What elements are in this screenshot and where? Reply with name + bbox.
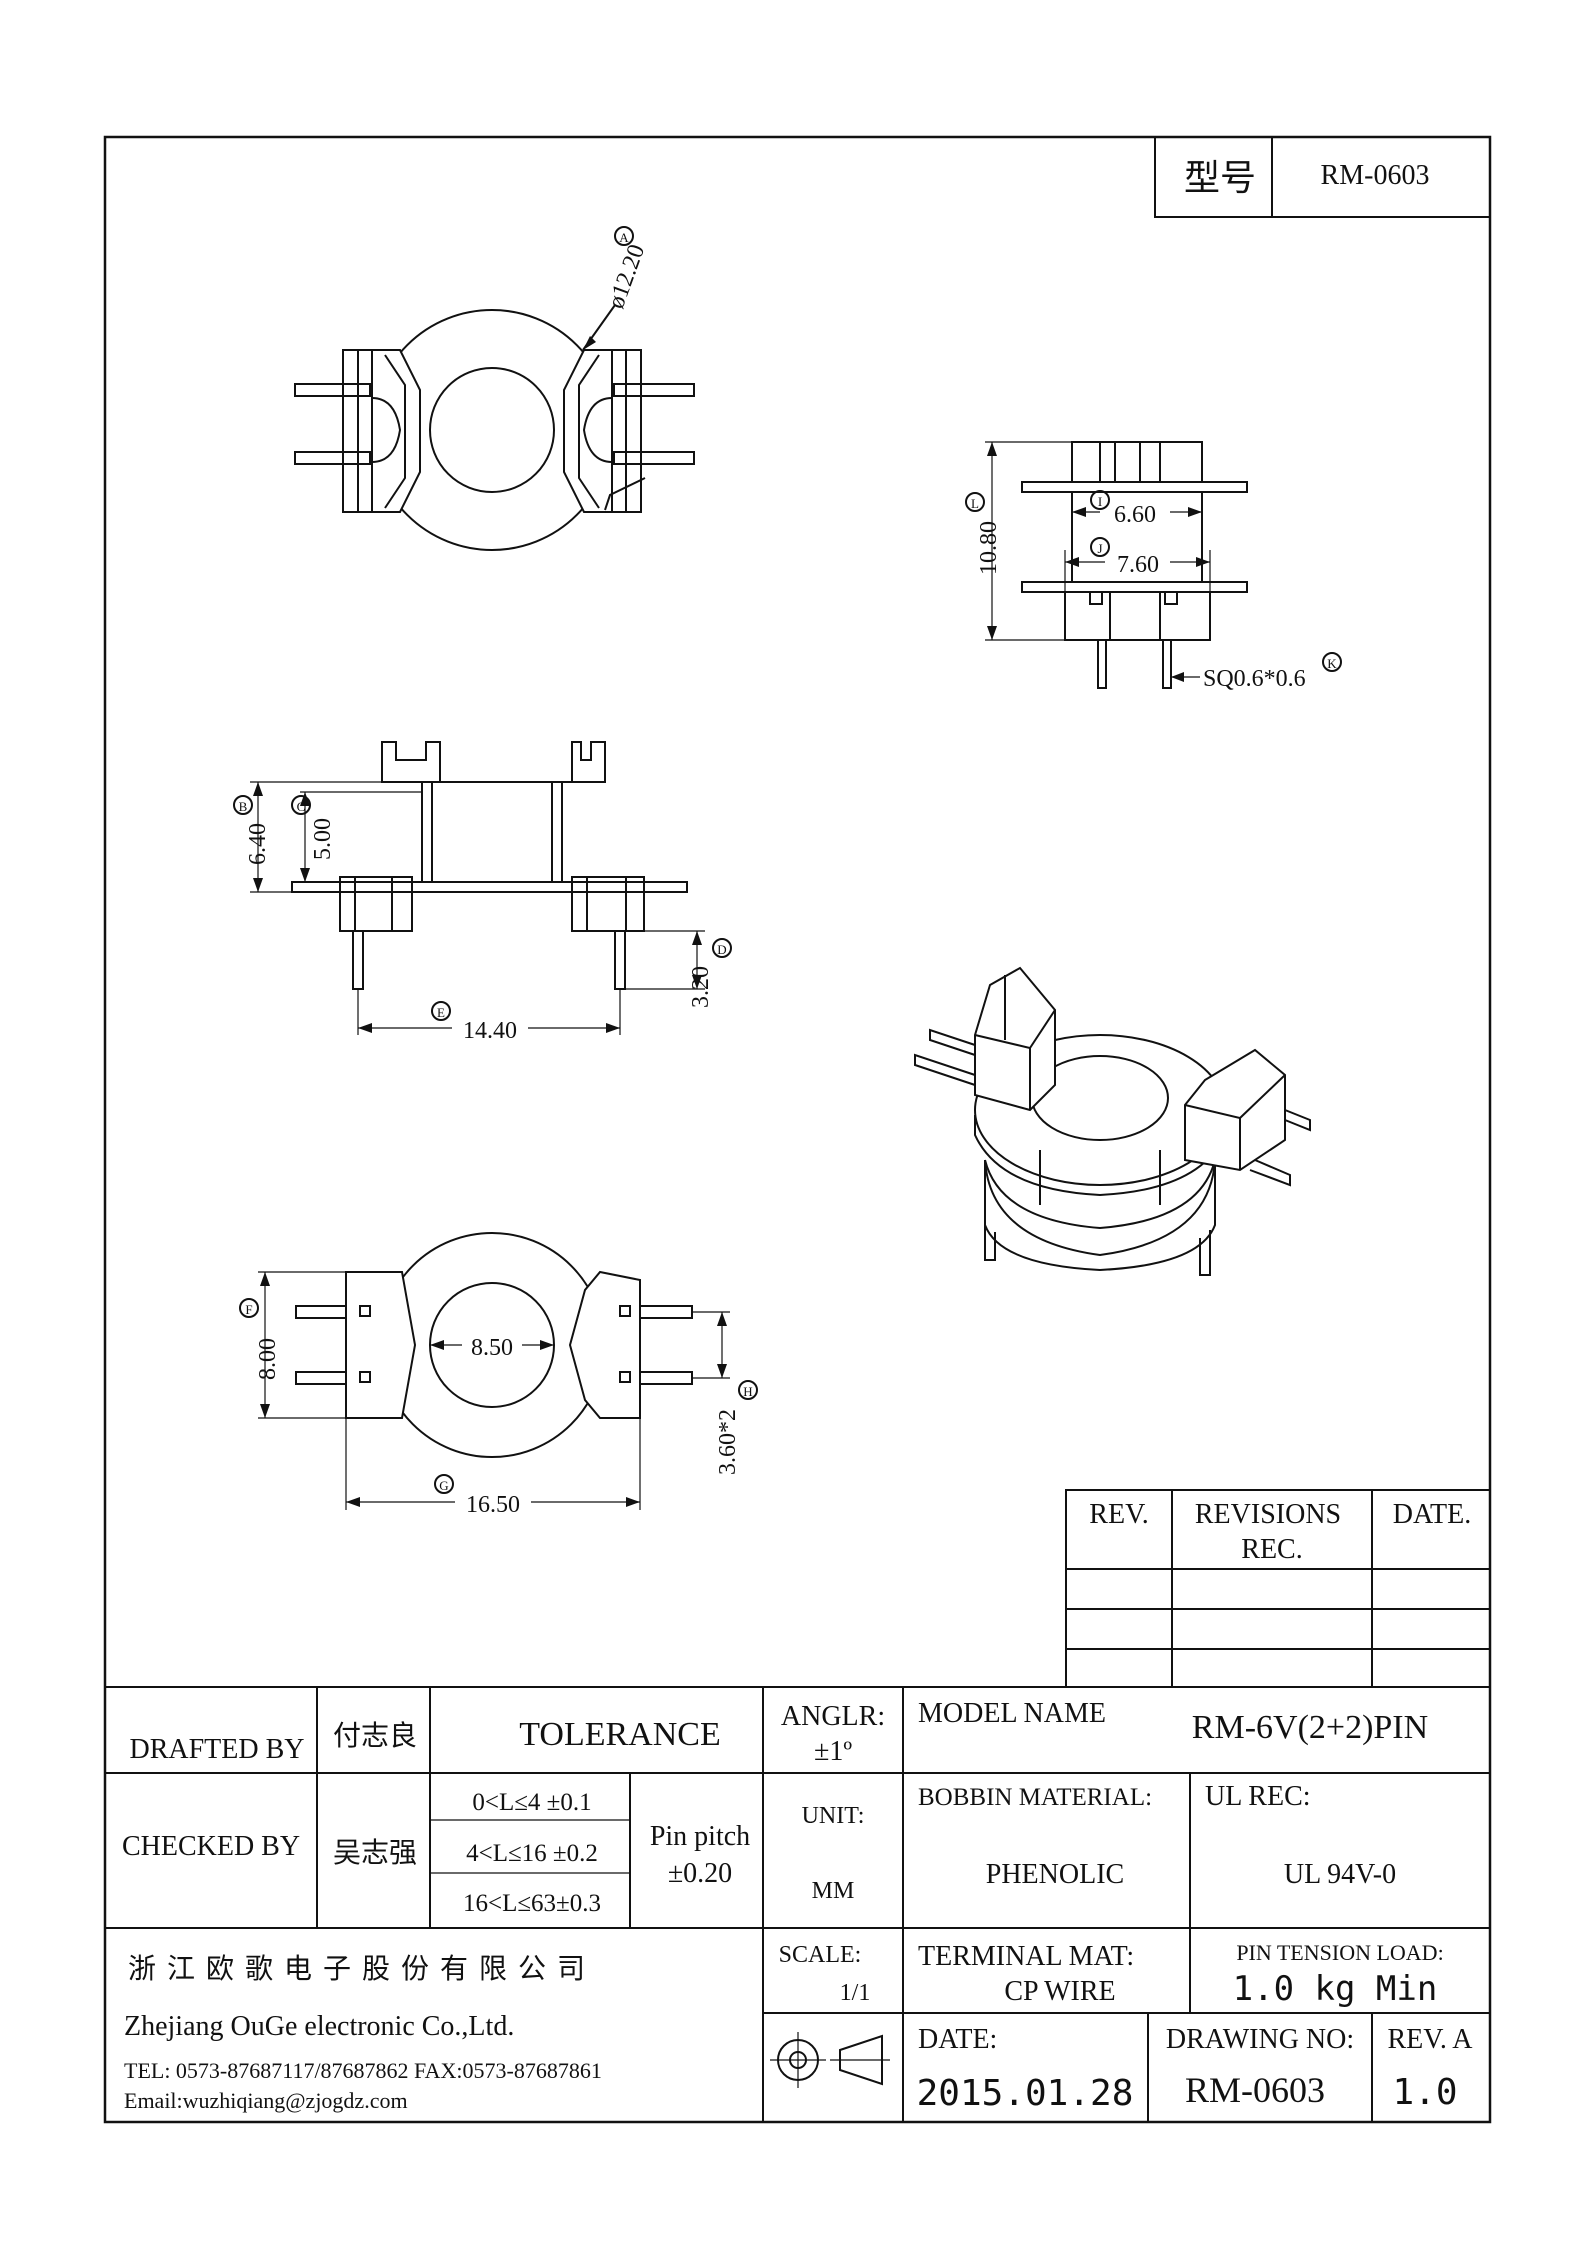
bobbin-material-label: BOBBIN MATERIAL: (918, 1784, 1152, 1811)
dim-H-tag: H (743, 1384, 752, 1399)
tolerance-row-2: 4<L≤16 ±0.2 (466, 1840, 598, 1867)
dim-C-text: 5.00 (310, 818, 336, 860)
date-value: 2015.01.28 (917, 2073, 1134, 2114)
dim-G-tag: G (439, 1478, 448, 1493)
dim-E-text: 14.40 (463, 1018, 517, 1044)
dim-L-tag: L (971, 496, 979, 511)
front-view: 6.40 B 5.00 C 3.20 D 14.40 E (233, 741, 732, 1044)
company-tel: TEL: 0573-87687117/87687862 FAX:0573-876… (124, 2058, 602, 2083)
revisions-table: REV. REVISIONS REC. DATE. (1065, 1489, 1491, 1688)
model-box-value: RM-0603 (1321, 160, 1430, 191)
dim-G-text: 16.50 (466, 1492, 520, 1518)
company-en: Zhejiang OuGe electronic Co.,Ltd. (124, 2011, 514, 2042)
dim-F-text: 8.00 (255, 1338, 281, 1380)
drafted-by-label: DRAFTED BY (129, 1734, 304, 1765)
dim-K-text: SQ0.6*0.6 (1203, 666, 1306, 692)
model-box-label: 型号 (1184, 158, 1256, 198)
dim-L-text: 10.80 (976, 521, 1002, 575)
dim-C-tag: C (297, 799, 306, 814)
tolerance-row-1: 0<L≤4 ±0.1 (472, 1789, 591, 1816)
top-view: ø12.20 A (294, 226, 695, 551)
terminal-mat-value: CP WIRE (1004, 1976, 1115, 2007)
dim-inner-text: 8.50 (471, 1335, 513, 1361)
title-block: DRAFTED BY 付志良 TOLERANCE ANGLR: ±1º MODE… (105, 1686, 1490, 2122)
dim-B-tag: B (239, 799, 248, 814)
dim-I-tag: I (1098, 494, 1102, 509)
checked-by-name: 吴志强 (333, 1837, 417, 1869)
dim-I-text: 6.60 (1114, 502, 1156, 528)
model-name-label: MODEL NAME (918, 1698, 1106, 1729)
angle-value: ±1º (814, 1736, 852, 1767)
company-cn: 浙 江 欧 歌 电 子 股 份 有 限 公 司 (128, 1953, 587, 1985)
pin-tension-value: 1.0 kg Min (1233, 1969, 1438, 2009)
rev-header-rec: REC. (1241, 1534, 1302, 1565)
rev-header-date: DATE. (1393, 1499, 1472, 1530)
ul-rec-label: UL REC: (1205, 1781, 1311, 1812)
dim-J-tag: J (1097, 541, 1102, 556)
scale-label: SCALE: (779, 1942, 862, 1968)
pin-pitch-label: Pin pitch (650, 1821, 750, 1852)
drawing-no-label: DRAWING NO: (1166, 2024, 1354, 2055)
dim-D-tag: D (717, 942, 726, 957)
rev-header-rev: REV. (1089, 1499, 1148, 1530)
model-name-value: RM-6V(2+2)PIN (1192, 1709, 1428, 1746)
unit-label: UNIT: (802, 1803, 865, 1829)
dim-K-tag: K (1327, 656, 1337, 671)
ul-rec-value: UL 94V-0 (1284, 1859, 1396, 1890)
checked-by-label: CHECKED BY (122, 1831, 300, 1862)
scale-value: 1/1 (840, 1980, 871, 2006)
dim-A-text: ø12.20 (603, 241, 650, 312)
projection-symbol-icon (770, 2032, 890, 2088)
pin-tension-label: PIN TENSION LOAD: (1236, 1940, 1443, 1965)
rev-value: 1.0 (1392, 2072, 1457, 2113)
rev-label: REV. A (1387, 2024, 1473, 2055)
date-label: DATE: (918, 2024, 997, 2055)
pin-pitch-value: ±0.20 (668, 1858, 732, 1889)
model-box: 型号 RM-0603 (1154, 136, 1491, 218)
dim-J-text: 7.60 (1117, 552, 1159, 578)
dim-F-tag: F (245, 1302, 252, 1317)
dim-A-tag: A (619, 230, 629, 245)
company-email: Email:wuzhiqiang@zjogdz.com (124, 2088, 408, 2113)
drawing-no-value: RM-0603 (1185, 2070, 1325, 2110)
bottom-view: 8.50 8.00 F 16.50 G 3.60*2 H (239, 1232, 758, 1518)
side-view-right: 10.80 L 6.60 I 7.60 J SQ0.6*0.6 K (965, 441, 1342, 692)
dim-E-tag: E (437, 1005, 445, 1020)
rev-header-revisions: REVISIONS (1195, 1499, 1341, 1530)
sheet-border (103, 135, 1492, 2124)
iso-view (914, 966, 1311, 1276)
angle-label: ANGLR: (781, 1701, 885, 1732)
unit-value: MM (812, 1878, 855, 1904)
bobbin-material-value: PHENOLIC (986, 1859, 1124, 1890)
dim-D-text: 3.20 (688, 966, 714, 1008)
tolerance-label: TOLERANCE (519, 1716, 720, 1753)
dim-H-text: 3.60*2 (715, 1409, 741, 1475)
dim-B-text: 6.40 (245, 823, 271, 865)
terminal-mat-label: TERMINAL MAT: (918, 1941, 1134, 1972)
drafted-by-name: 付志良 (333, 1720, 417, 1752)
tolerance-row-3: 16<L≤63±0.3 (463, 1890, 601, 1917)
